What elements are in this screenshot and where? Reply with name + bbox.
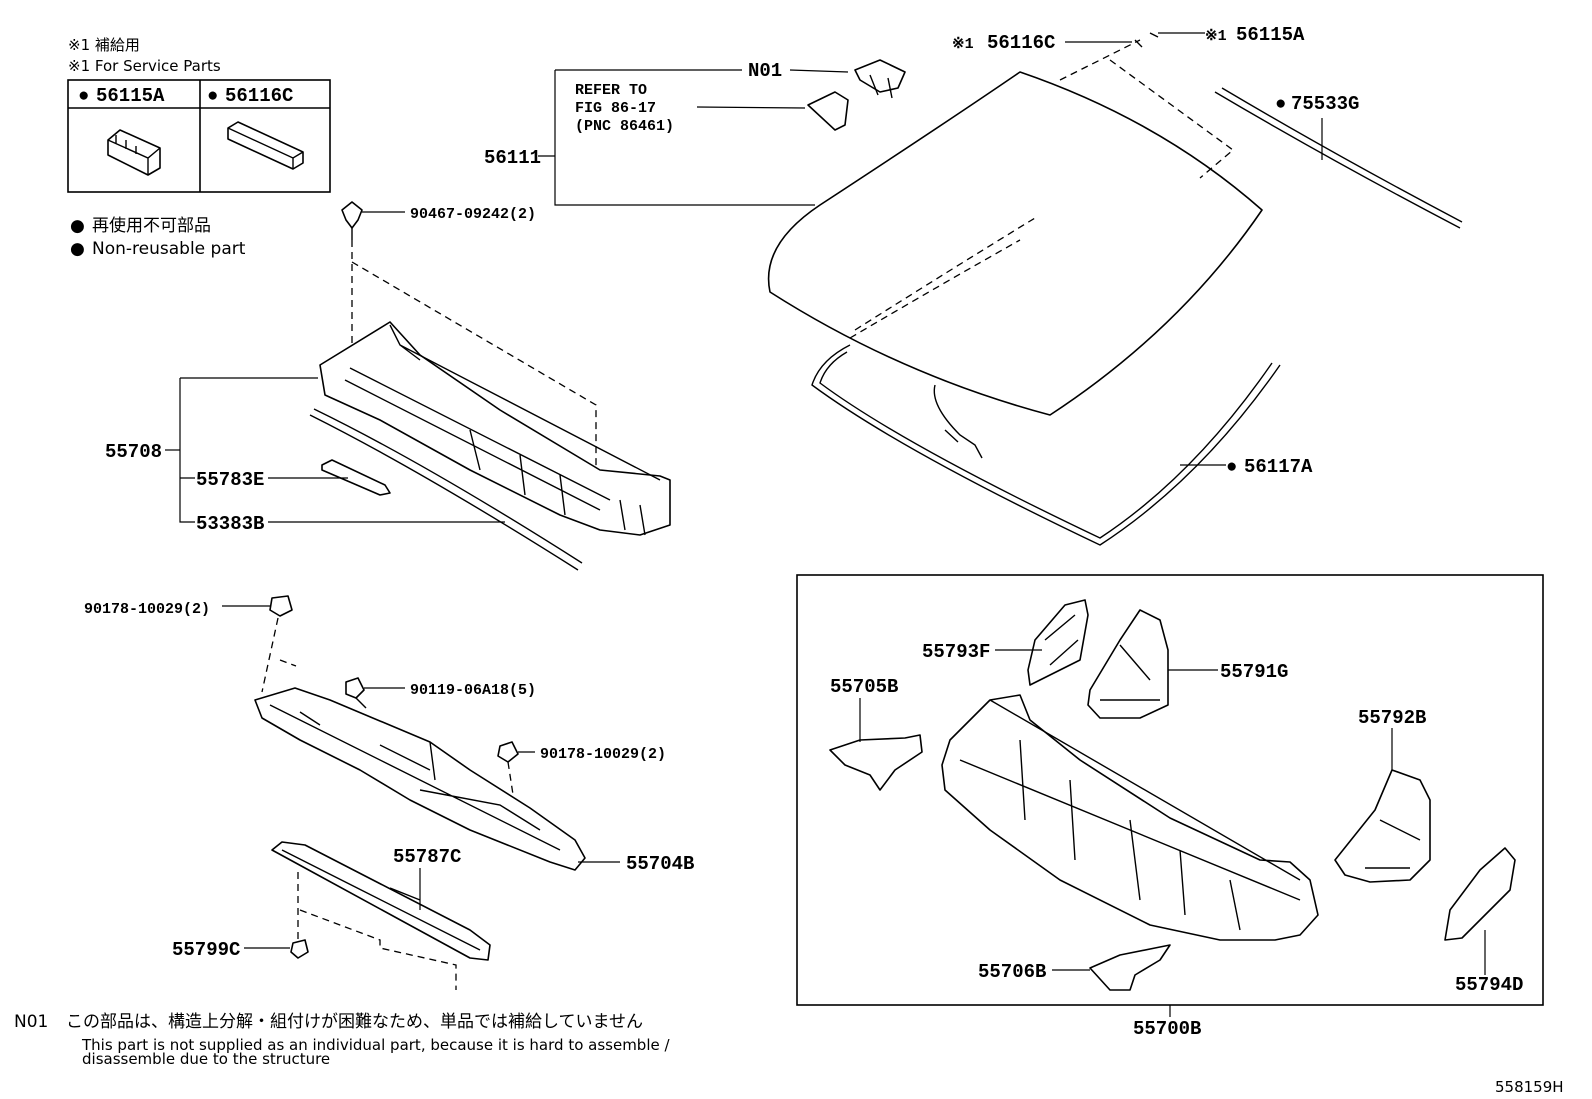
legend-code-56115a: 56115A <box>96 85 165 107</box>
bracket-55794d <box>1444 847 1516 941</box>
label-56115a-mark: ※1 <box>1205 28 1227 45</box>
clip-90467-icon <box>341 201 363 229</box>
service-note-jp: ※1 補給用 <box>68 36 140 54</box>
cowl-louver-55708 <box>319 321 671 536</box>
label-55799c: 55799C <box>172 939 240 961</box>
label-90467: 90467-09242(2) <box>410 206 536 223</box>
nut-90178-a-icon <box>269 595 293 617</box>
service-parts-legend: ※1 補給用 ※1 For Service Parts ● 56115A ● 5… <box>67 36 331 259</box>
group-box-55700b <box>796 574 1544 1006</box>
label-n01: N01 <box>748 60 782 82</box>
label-55706b: 55706B <box>978 961 1046 983</box>
label-53383b: 53383B <box>196 513 264 535</box>
footnote-en-2: disassemble due to the structure <box>82 1050 330 1068</box>
label-55793f: 55793F <box>922 641 990 663</box>
label-90178-b: 90178-10029(2) <box>540 746 666 763</box>
dash-panel-55700b <box>941 694 1319 941</box>
cowl-panel-group <box>222 595 620 990</box>
non-reusable-dot-en: ● <box>70 239 85 259</box>
label-55704b: 55704B <box>626 853 694 875</box>
label-55783e: 55783E <box>196 469 264 491</box>
weatherstrip-56117a <box>811 344 1281 546</box>
label-55794d: 55794D <box>1455 974 1523 996</box>
label-90178-a: 90178-10029(2) <box>84 601 210 618</box>
sensor-cover <box>807 91 849 131</box>
spacer-56116c-icon <box>227 121 304 170</box>
label-56117a-mark: ● <box>1226 456 1237 478</box>
label-55787c: 55787C <box>393 846 461 868</box>
label-75533g-mark: ● <box>1275 93 1286 115</box>
windshield-glass-56111 <box>767 71 1263 416</box>
dash-panel-box <box>796 574 1544 1017</box>
windshield-group <box>538 32 1463 546</box>
clip-56115a-icon <box>107 129 161 176</box>
label-56117a: 56117A <box>1244 456 1313 478</box>
bolt-90119-icon <box>345 677 365 699</box>
bracket-55793f <box>1027 599 1089 686</box>
cowl-panel-55704b <box>254 687 586 871</box>
refer-line-1: REFER TO <box>575 82 647 99</box>
label-56111: 56111 <box>484 147 541 169</box>
seal-55783e <box>321 459 391 496</box>
refer-line-3: (PNC 86461) <box>575 118 674 135</box>
non-reusable-en: Non-reusable part <box>92 239 246 259</box>
bracket-55706b <box>1089 944 1171 991</box>
service-note-en: ※1 For Service Parts <box>68 57 221 75</box>
footnote-code: N01 <box>14 1012 48 1032</box>
bracket-55791g <box>1087 609 1169 719</box>
bracket-55705b <box>829 734 923 791</box>
non-reusable-dot-jp: ● <box>70 216 85 236</box>
bracket-n01 <box>854 59 906 93</box>
refer-line-2: FIG 86-17 <box>575 100 656 117</box>
label-56116c-mark: ※1 <box>952 36 974 53</box>
legend-mark-56116c: ● <box>207 85 218 107</box>
label-55705b: 55705B <box>830 676 898 698</box>
nut-90178-b-icon <box>497 741 519 763</box>
label-55708: 55708 <box>105 441 162 463</box>
legend-table <box>67 79 331 193</box>
label-56116c: 56116C <box>987 32 1055 54</box>
label-55791g: 55791G <box>1220 661 1288 683</box>
label-75533g: 75533G <box>1291 93 1359 115</box>
bracket-55792b <box>1334 769 1431 883</box>
cowl-louver-group <box>165 201 671 571</box>
label-90119: 90119-06A18(5) <box>410 682 536 699</box>
figure-id: 558159H <box>1495 1078 1564 1096</box>
seal-53383b <box>309 408 583 571</box>
nut-55799c-icon <box>290 939 309 959</box>
label-55700b: 55700B <box>1133 1018 1201 1040</box>
non-reusable-jp: 再使用不可部品 <box>92 215 211 236</box>
legend-code-56116c: 56116C <box>225 85 293 107</box>
label-56115a: 56115A <box>1236 24 1305 46</box>
moulding-75533g <box>1214 87 1463 229</box>
label-55792b: 55792B <box>1358 707 1426 729</box>
legend-mark-56115a: ● <box>78 85 89 107</box>
footnote-en-1: This part is not supplied as an individu… <box>81 1036 670 1054</box>
footnote-jp: この部品は、構造上分解・組付けが困難なため、単品では補給していません <box>66 1012 643 1032</box>
cowl-panel-55787c <box>271 841 491 961</box>
